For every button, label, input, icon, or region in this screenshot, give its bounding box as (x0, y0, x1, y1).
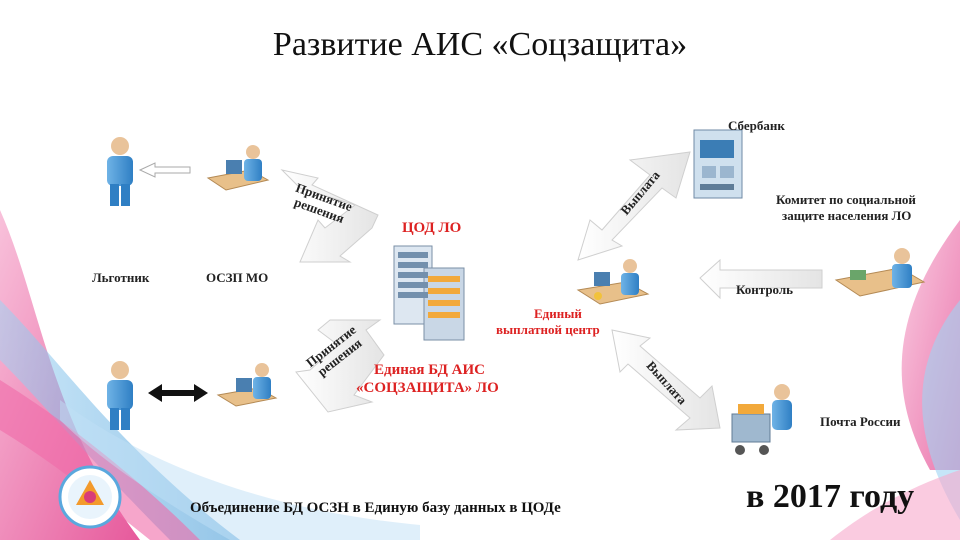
page-title: Развитие АИС «Соцзащита» (272, 26, 688, 63)
label-db-line1: Единая БД АИС (374, 362, 485, 378)
label-control: Контроль (736, 282, 794, 297)
label-tsod: ЦОД ЛО (402, 220, 462, 236)
arrow-payment-top (577, 151, 691, 261)
arrow-payment-bottom (611, 329, 721, 431)
post-cart-icon (731, 384, 792, 455)
year-text: в 2017 году (746, 478, 915, 515)
label-komitet-line1: Комитет по социальной (776, 192, 916, 207)
decor-swoosh-right (830, 220, 960, 540)
footer-text: Объединение БД ОСЗН в Единую базу данных… (190, 500, 561, 516)
arrow-control (699, 258, 823, 300)
payment-center-desk-icon (576, 259, 650, 305)
label-oszn: ОСЗП МО (206, 270, 269, 285)
atm-icon (693, 129, 743, 199)
decor-swoosh-left (0, 210, 420, 540)
person-icon-bottom (107, 361, 133, 430)
double-line-arrow-top (138, 162, 191, 178)
label-lgotnik: Льготник (92, 270, 150, 285)
label-evc-line1: Единый (534, 306, 582, 321)
label-evc-line2: выплатной центр (496, 322, 600, 337)
server-rack-icon (393, 245, 465, 341)
arrow-decision-bottom (295, 319, 385, 413)
operator-desk-icon-bottom (216, 363, 278, 407)
label-sberbank: Сбербанк (728, 118, 785, 133)
label-db-line2: «СОЦЗАЩИТА» ЛО (356, 380, 499, 396)
label-komitet-line2: защите населения ЛО (782, 208, 912, 223)
arrow-decision-top (280, 169, 379, 263)
person-icon-top (107, 137, 133, 206)
emblem-logo (58, 465, 122, 529)
label-pochta: Почта России (820, 414, 901, 429)
double-arrow-bottom (148, 384, 208, 402)
operator-desk-icon-top (206, 145, 270, 191)
committee-desk-icon (834, 248, 926, 297)
